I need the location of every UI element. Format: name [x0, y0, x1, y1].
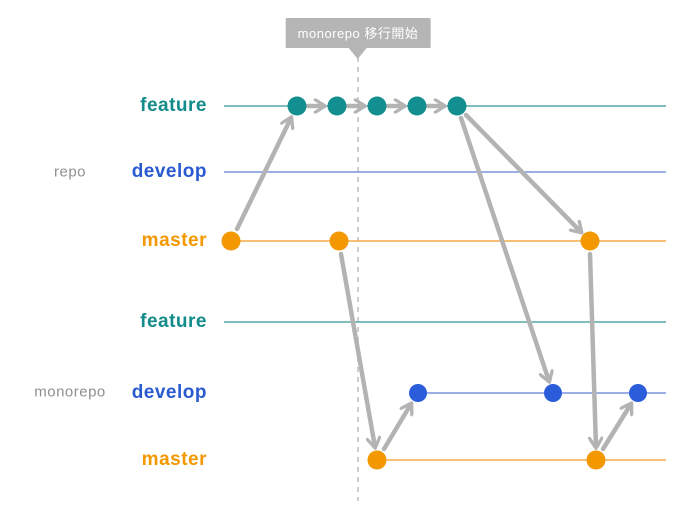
commit-dot-repo-feature: [367, 96, 387, 116]
commit-dot-repo-feature: [407, 96, 427, 116]
branch-label-repo-develop: develop: [131, 161, 207, 182]
commit-dot-repo-master: [221, 231, 241, 251]
commit-dot-monorepo-master: [367, 450, 387, 470]
migration-tooltip: monorepo 移行開始: [285, 18, 431, 59]
flow-arrow: [587, 251, 596, 447]
branch-label-monorepo-feature: feature: [140, 311, 207, 332]
commit-dot-monorepo-master: [586, 450, 606, 470]
branch-label-repo-feature: feature: [140, 95, 207, 116]
tooltip-pointer-icon: [349, 48, 367, 59]
migration-tooltip-label: monorepo 移行開始: [297, 26, 419, 41]
branch-label-repo-master: master: [141, 230, 207, 251]
commit-dot-monorepo-develop: [409, 384, 427, 402]
flow-arrow: [338, 251, 375, 447]
commit-dot-repo-feature: [447, 96, 467, 116]
commit-dot-repo-master: [329, 231, 349, 251]
commit-dot-monorepo-develop: [629, 384, 647, 402]
group-label-monorepo: monorepo: [34, 383, 106, 401]
flow-arrow: [458, 115, 549, 381]
flow-arrow: [600, 404, 631, 452]
flow-arrow: [234, 118, 291, 232]
commit-dot-monorepo-develop: [544, 384, 562, 402]
flow-arrow: [381, 404, 411, 452]
commit-dot-repo-feature: [287, 96, 307, 116]
branch-label-monorepo-develop: develop: [131, 382, 207, 403]
group-label-repo: repo: [53, 163, 87, 181]
flow-arrow: [463, 112, 581, 232]
commit-dot-repo-master: [580, 231, 600, 251]
branch-label-monorepo-master: master: [141, 449, 207, 470]
commit-dot-repo-feature: [327, 96, 347, 116]
